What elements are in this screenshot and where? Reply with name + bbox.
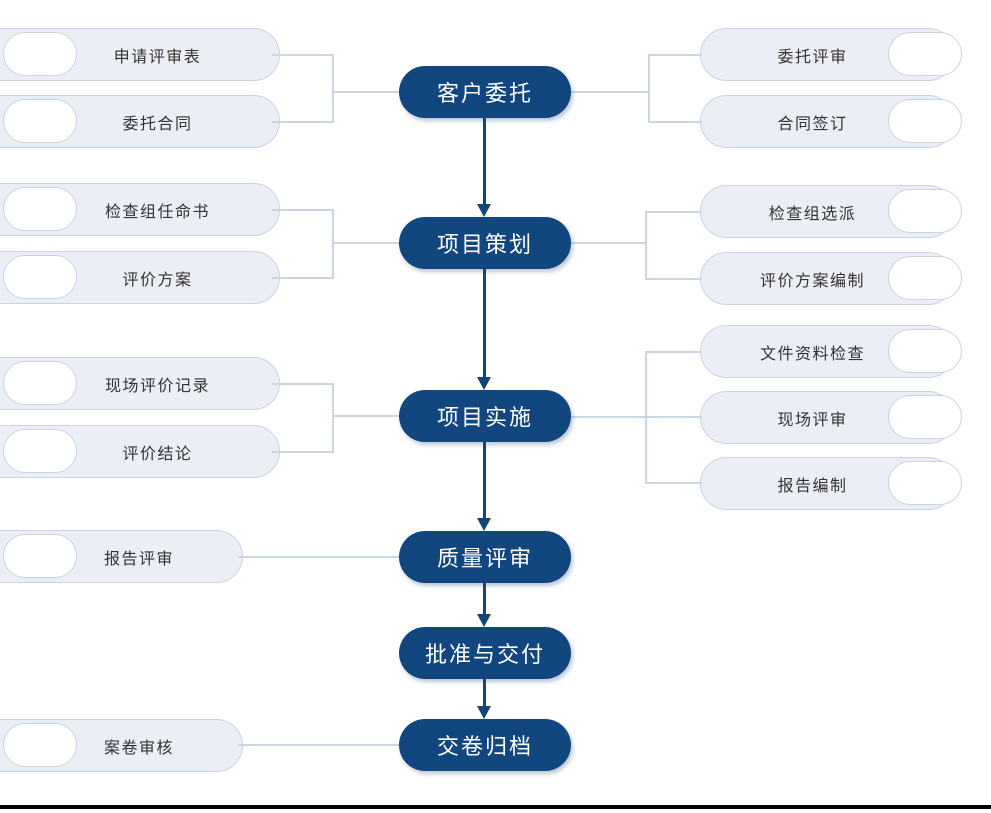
activity-label: 检查组选派 <box>768 203 857 223</box>
doc-inspection-team-appointment: 检查组任命书 <box>0 183 280 236</box>
connector-line <box>648 54 650 123</box>
doc-evaluation-conclusion: 评价结论 <box>0 425 280 478</box>
activity-inspection-team-selection: 检查组选派 <box>700 185 962 238</box>
flow-arrow-line <box>483 118 486 205</box>
connector-line <box>272 383 333 385</box>
activity-label: 现场评审 <box>777 409 848 429</box>
connector-line <box>332 415 400 417</box>
node-label: 项目实施 <box>436 406 533 431</box>
connector-line <box>272 54 333 56</box>
connector-line <box>332 91 400 93</box>
connector-line <box>332 383 334 453</box>
connector-line <box>272 277 333 279</box>
activity-contract-signing: 合同签订 <box>700 95 962 148</box>
down-arrow-icon <box>477 377 491 390</box>
node-label: 客户委托 <box>436 82 533 107</box>
doc-label: 现场评价记录 <box>104 375 210 395</box>
activity-label: 合同签订 <box>777 113 848 133</box>
capsule-decoration <box>888 395 962 439</box>
activity-evaluation-plan-preparation: 评价方案编制 <box>700 252 962 305</box>
capsule-decoration <box>888 99 962 143</box>
node-customer-commission: 客户委托 <box>399 66 571 118</box>
activity-onsite-review: 现场评审 <box>700 391 962 444</box>
doc-onsite-evaluation-record: 现场评价记录 <box>0 357 280 410</box>
node-label: 项目策划 <box>436 233 533 258</box>
flow-arrow-line <box>483 442 486 519</box>
node-label: 交卷归档 <box>436 735 533 760</box>
node-label: 批准与交付 <box>424 643 545 668</box>
node-project-planning: 项目策划 <box>399 217 571 269</box>
down-arrow-icon <box>477 614 491 627</box>
activity-document-inspection: 文件资料检查 <box>700 325 962 378</box>
connector-line <box>645 351 702 353</box>
connector-line <box>332 209 334 279</box>
capsule-decoration <box>888 32 962 76</box>
capsule-decoration <box>888 461 962 505</box>
node-project-implementation: 项目实施 <box>399 390 571 442</box>
doc-label: 委托合同 <box>122 113 193 133</box>
bottom-divider <box>0 805 991 809</box>
doc-report-review: 报告评审 <box>0 530 243 583</box>
node-label: 质量评审 <box>436 547 533 572</box>
capsule-decoration <box>3 429 77 473</box>
activity-report-preparation: 报告编制 <box>700 457 962 510</box>
activity-commission-review: 委托评审 <box>700 28 962 81</box>
node-submission-archiving: 交卷归档 <box>399 719 571 771</box>
flow-arrow-line <box>483 583 486 615</box>
connector-line <box>238 744 400 746</box>
doc-application-review-form: 申请评审表 <box>0 28 280 81</box>
node-quality-review: 质量评审 <box>399 531 571 583</box>
activity-label: 委托评审 <box>777 46 848 66</box>
connector-line <box>645 211 702 213</box>
connector-line <box>332 242 400 244</box>
connector-line <box>272 121 333 123</box>
capsule-decoration <box>3 99 77 143</box>
doc-file-audit: 案卷审核 <box>0 719 243 772</box>
flow-arrow-line <box>483 269 486 378</box>
capsule-decoration <box>3 723 77 767</box>
doc-evaluation-plan: 评价方案 <box>0 251 280 304</box>
doc-label: 检查组任命书 <box>104 201 210 221</box>
down-arrow-icon <box>477 706 491 719</box>
activity-label: 文件资料检查 <box>759 343 865 363</box>
capsule-decoration <box>888 329 962 373</box>
doc-commission-contract: 委托合同 <box>0 95 280 148</box>
down-arrow-icon <box>477 204 491 217</box>
capsule-decoration <box>3 534 77 578</box>
capsule-decoration <box>3 32 77 76</box>
activity-label: 评价方案编制 <box>759 270 865 290</box>
capsule-decoration <box>3 187 77 231</box>
connector-line <box>645 278 702 280</box>
connector-line <box>648 121 702 123</box>
doc-label: 评价方案 <box>122 269 193 289</box>
connector-line <box>238 556 400 558</box>
doc-label: 评价结论 <box>122 443 193 463</box>
connector-line <box>645 211 647 280</box>
connector-line <box>570 416 702 418</box>
connector-line <box>645 351 647 484</box>
connector-line <box>648 54 702 56</box>
flow-arrow-line <box>483 679 486 707</box>
connector-line <box>272 209 333 211</box>
capsule-decoration <box>888 189 962 233</box>
connector-line <box>570 91 648 93</box>
connector-line <box>332 54 334 123</box>
capsule-decoration <box>3 361 77 405</box>
doc-label: 报告评审 <box>103 548 174 568</box>
connector-line <box>645 482 702 484</box>
connector-line <box>570 242 645 244</box>
down-arrow-icon <box>477 518 491 531</box>
capsule-decoration <box>3 255 77 299</box>
connector-line <box>272 451 333 453</box>
capsule-decoration <box>888 256 962 300</box>
activity-label: 报告编制 <box>777 475 848 495</box>
doc-label: 申请评审表 <box>113 46 202 66</box>
doc-label: 案卷审核 <box>103 737 174 757</box>
node-approval-and-delivery: 批准与交付 <box>399 627 571 679</box>
